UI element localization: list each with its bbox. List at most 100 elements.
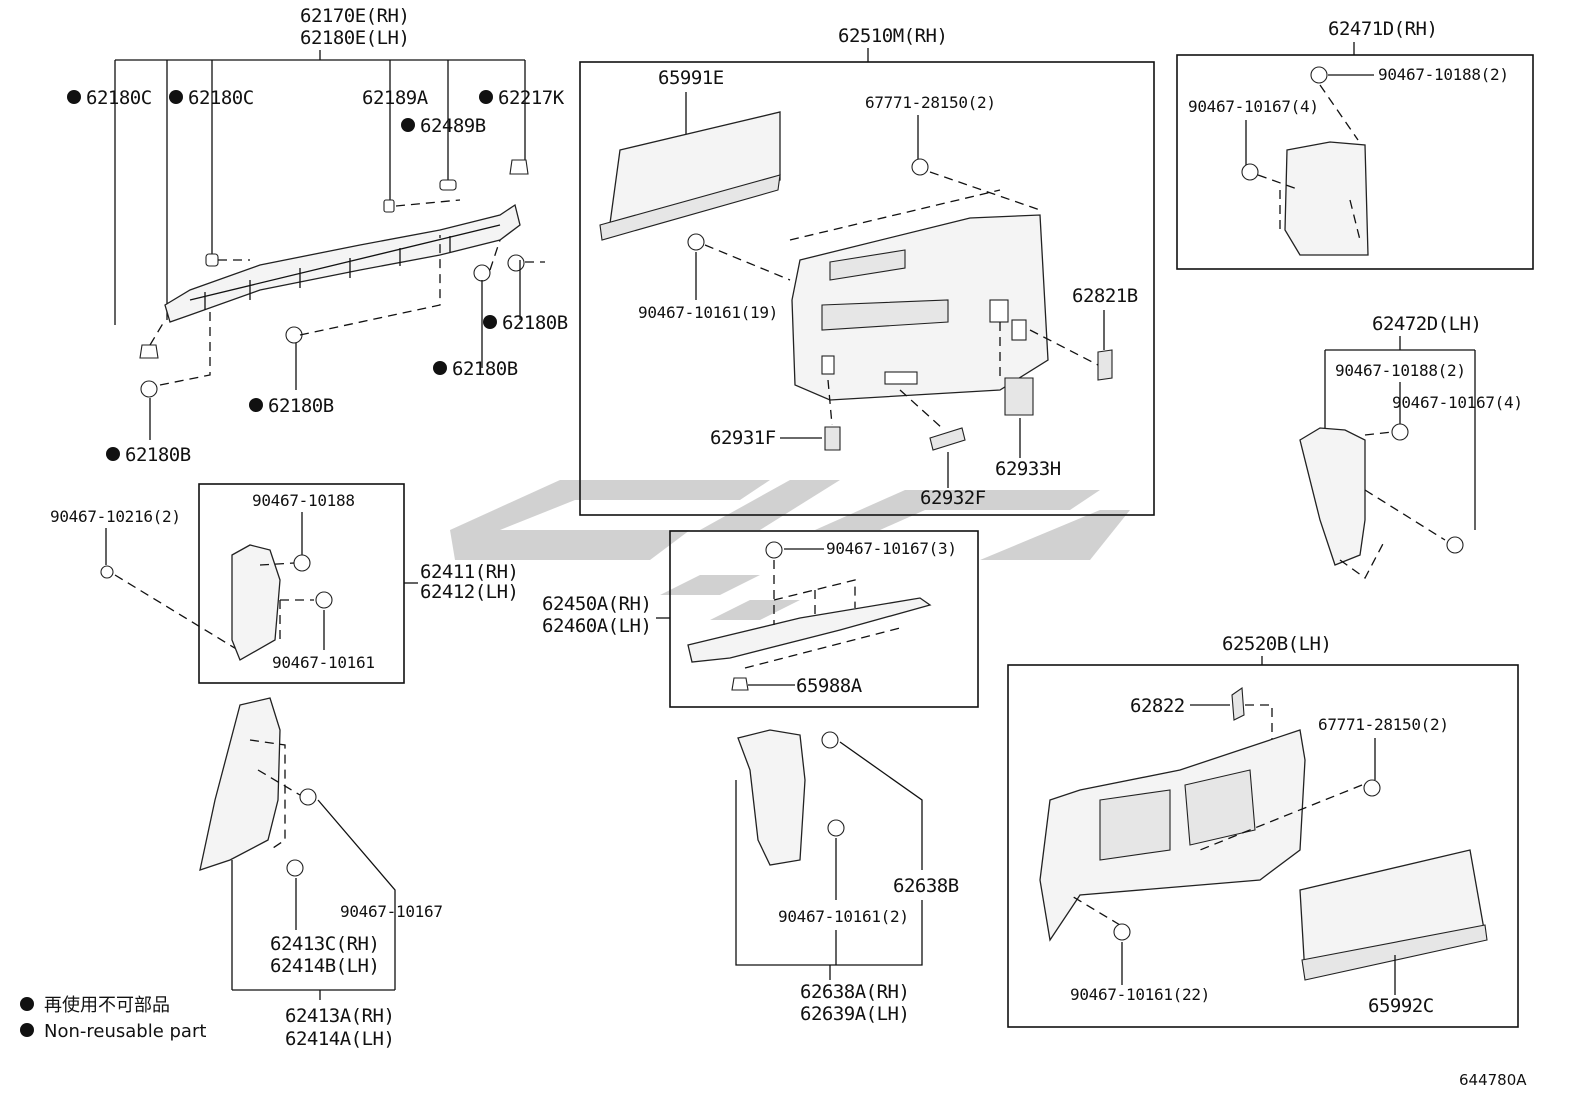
clip-icon	[507, 254, 525, 272]
trim-board	[607, 111, 781, 239]
label-62413A: 62413A(RH)	[285, 1005, 394, 1027]
label-90467-10167: 90467-10167	[340, 902, 443, 921]
group-box	[1176, 54, 1534, 270]
upper-rail-group: 62170E(RH) 62180E(LH) 62180C 62180C 6218…	[67, 5, 568, 466]
label-62932F: 62932F	[920, 487, 986, 509]
scuff-plate	[687, 597, 932, 663]
non-reusable-dot	[401, 118, 415, 132]
non-reusable-dot	[249, 398, 263, 412]
non-reusable-dot	[169, 90, 183, 104]
label-62471D: 62471D(RH)	[1328, 18, 1437, 40]
clip-icon	[286, 859, 304, 877]
clip-icon	[315, 591, 333, 609]
pillar-trim-lh-group: 62472D(LH) 90467-10188(2) 90467-10167(4)	[1299, 313, 1523, 579]
clip-icon	[1113, 923, 1131, 941]
clip-icon	[821, 731, 839, 749]
label-62520B: 62520B(LH)	[1222, 633, 1331, 655]
clip-icon	[140, 380, 158, 398]
non-reusable-dot	[106, 447, 120, 461]
label-62180C-a: 62180C	[86, 87, 152, 109]
pillar-trim-rh-group: 62471D(RH) 90467-10188(2) 90467-10167(4)	[1176, 18, 1534, 270]
group-box	[669, 530, 979, 708]
label-90467-10167-4a: 90467-10167(4)	[1188, 97, 1319, 116]
center-pillar-trim	[231, 544, 281, 661]
label-62472D: 62472D(LH)	[1372, 313, 1481, 335]
clip-icon	[509, 159, 529, 175]
quarter-trim-lh-group: 62520B(LH) 62822 67771-28150(2) 90467-10…	[1007, 633, 1519, 1028]
label-90467-10161-19: 90467-10161(19)	[638, 303, 778, 322]
label-62180B-a: 62180B	[502, 312, 568, 334]
label-62180E: 62180E(LH)	[300, 27, 409, 49]
label-62414A: 62414A(LH)	[285, 1028, 394, 1050]
clip-icon	[139, 344, 159, 359]
watermark-logo	[450, 480, 1130, 620]
label-90467-10161-22: 90467-10161(22)	[1070, 985, 1210, 1004]
legend-japanese: 再使用不可部品	[44, 995, 170, 1016]
label-62460A: 62460A(LH)	[542, 615, 651, 637]
label-62180B-b: 62180B	[452, 358, 518, 380]
label-62170E: 62170E(RH)	[300, 5, 409, 27]
clip-icon	[1363, 779, 1381, 797]
pillar-garnish-group: 62638B 90467-10161(2) 62638A(RH) 62639A(…	[735, 729, 959, 1025]
center-pillar-group: 90467-10216(2) 90467-10188 90467-10161 6…	[50, 483, 519, 684]
label-65992C: 65992C	[1368, 995, 1434, 1017]
label-62489B: 62489B	[420, 115, 486, 137]
non-reusable-dot	[20, 997, 34, 1011]
clip-icon	[1391, 423, 1409, 441]
label-62180B-c: 62180B	[268, 395, 334, 417]
label-62180B-d: 62180B	[125, 444, 191, 466]
label-62933H: 62933H	[995, 458, 1061, 480]
label-62822: 62822	[1130, 695, 1185, 717]
non-reusable-dot	[20, 1023, 34, 1037]
clip-icon	[1241, 163, 1259, 181]
clip-icon	[911, 158, 929, 176]
label-62413C: 62413C(RH)	[270, 933, 379, 955]
label-62450A: 62450A(RH)	[542, 593, 651, 615]
clip-icon	[205, 253, 219, 267]
label-67771-b: 67771-28150(2)	[1318, 715, 1449, 734]
clip-icon	[473, 264, 491, 282]
quarter-trim-rh-group: 62510M(RH) 65991E 67771-28150(2) 90467-1…	[579, 25, 1155, 516]
group-box	[1007, 664, 1519, 1028]
clip-icon	[293, 554, 311, 572]
label-62931F: 62931F	[710, 427, 776, 449]
label-65991E: 65991E	[658, 67, 724, 89]
non-reusable-dot	[479, 90, 493, 104]
label-90467-10167-4b: 90467-10167(4)	[1392, 393, 1523, 412]
clip-icon	[285, 326, 303, 344]
non-reusable-dot	[483, 315, 497, 329]
clip-icon	[687, 233, 705, 251]
label-67771-a: 67771-28150(2)	[865, 93, 996, 112]
label-62217K: 62217K	[498, 87, 565, 109]
non-reusable-dot	[67, 90, 81, 104]
pillar-trim-lh	[1299, 427, 1366, 566]
label-62638A: 62638A(RH)	[800, 981, 909, 1003]
label-90467-10188: 90467-10188	[252, 491, 355, 510]
label-90467-10188-2b: 90467-10188(2)	[1335, 361, 1466, 380]
label-62639A: 62639A(LH)	[800, 1003, 909, 1025]
clip-icon	[100, 565, 114, 579]
pillar-garnish	[737, 729, 806, 866]
label-65988A: 65988A	[796, 675, 863, 697]
scuff-plate-group: 62450A(RH) 62460A(LH) 90467-10167(3) 659…	[542, 530, 979, 708]
label-62411: 62411(RH)	[420, 561, 518, 583]
clip-icon	[765, 541, 783, 559]
label-62414B: 62414B(LH)	[270, 955, 379, 977]
label-90467-10188-2a: 90467-10188(2)	[1378, 65, 1509, 84]
quarter-trim-lh	[1039, 729, 1306, 942]
label-62821B: 62821B	[1072, 285, 1138, 307]
pillar-trim-rh	[1284, 141, 1369, 256]
clip-icon	[827, 819, 845, 837]
label-90467-10161-2: 90467-10161(2)	[778, 907, 909, 926]
clip-icon	[731, 677, 749, 691]
clip-icon	[1446, 536, 1464, 554]
label-62412: 62412(LH)	[420, 581, 518, 603]
group-box	[579, 61, 1155, 516]
label-90467-10161: 90467-10161	[272, 653, 375, 672]
label-62510M: 62510M(RH)	[838, 25, 947, 47]
clip-icon	[383, 199, 395, 213]
label-90467-10167-3: 90467-10167(3)	[826, 539, 957, 558]
label-62180C-b: 62180C	[188, 87, 254, 109]
non-reusable-dot	[433, 361, 447, 375]
